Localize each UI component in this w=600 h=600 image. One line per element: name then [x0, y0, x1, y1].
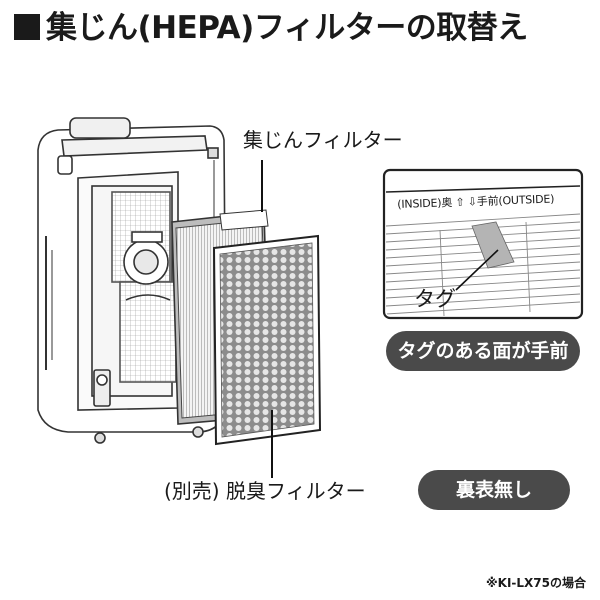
- reversible-badge: 裏表無し: [418, 470, 570, 510]
- model-footnote: ※KI-LX75の場合: [485, 576, 586, 590]
- deodorizing-filter-label: (別売) 脱臭フィルター: [164, 479, 366, 503]
- title-square-bullet: [14, 14, 40, 40]
- tag-label: タグ: [414, 287, 456, 311]
- air-purifier-unit: [37, 117, 227, 444]
- tag-leader-line: [455, 249, 499, 291]
- page-title: 集じん(HEPA)フィルターの取替え: [14, 8, 528, 48]
- deodorizing-filter: [212, 234, 322, 446]
- tag-side-front-badge: タグのある面が手前: [386, 331, 580, 371]
- tag-detail-inset: [382, 168, 584, 320]
- filter-tag: [471, 221, 515, 269]
- dust-filter-label: 集じんフィルター: [243, 128, 403, 152]
